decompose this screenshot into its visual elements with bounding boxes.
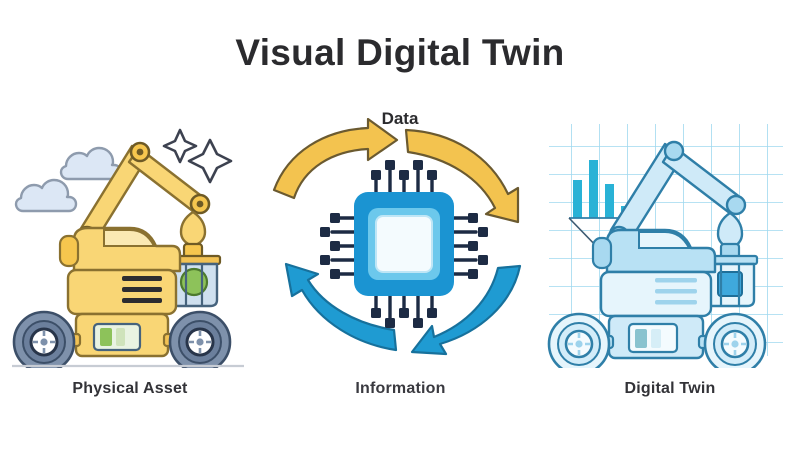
- data-arrow-right: [404, 128, 520, 224]
- data-arrow-left: [272, 118, 399, 200]
- wheel: [168, 310, 232, 368]
- cab-body: [591, 228, 717, 318]
- caption-digital-twin: Digital Twin: [624, 380, 716, 397]
- cab-body: [58, 226, 182, 316]
- sparkle-icon: [187, 138, 233, 184]
- information-arrow-right: [410, 264, 522, 356]
- wheel: [12, 310, 76, 368]
- gripper-bucket: [701, 211, 759, 308]
- data-flow-label: Data: [381, 109, 419, 128]
- wheel: [703, 312, 767, 368]
- gripper-bucket: [166, 210, 222, 308]
- sparkle-icon: [162, 128, 198, 164]
- digital-twin-illustration: [542, 118, 794, 368]
- caption-information: Information: [355, 380, 446, 397]
- physical-asset-illustration: [8, 118, 258, 368]
- cycle-flow-illustration: [272, 118, 530, 368]
- information-arrow-left: [284, 262, 398, 352]
- page-title: Visual Digital Twin: [235, 32, 565, 73]
- cloud-icon: [14, 178, 78, 213]
- cloud-icon: [59, 146, 123, 181]
- wheel: [547, 312, 611, 368]
- caption-physical-asset: Physical Asset: [72, 380, 188, 397]
- cpu-chip-icon: [320, 160, 488, 328]
